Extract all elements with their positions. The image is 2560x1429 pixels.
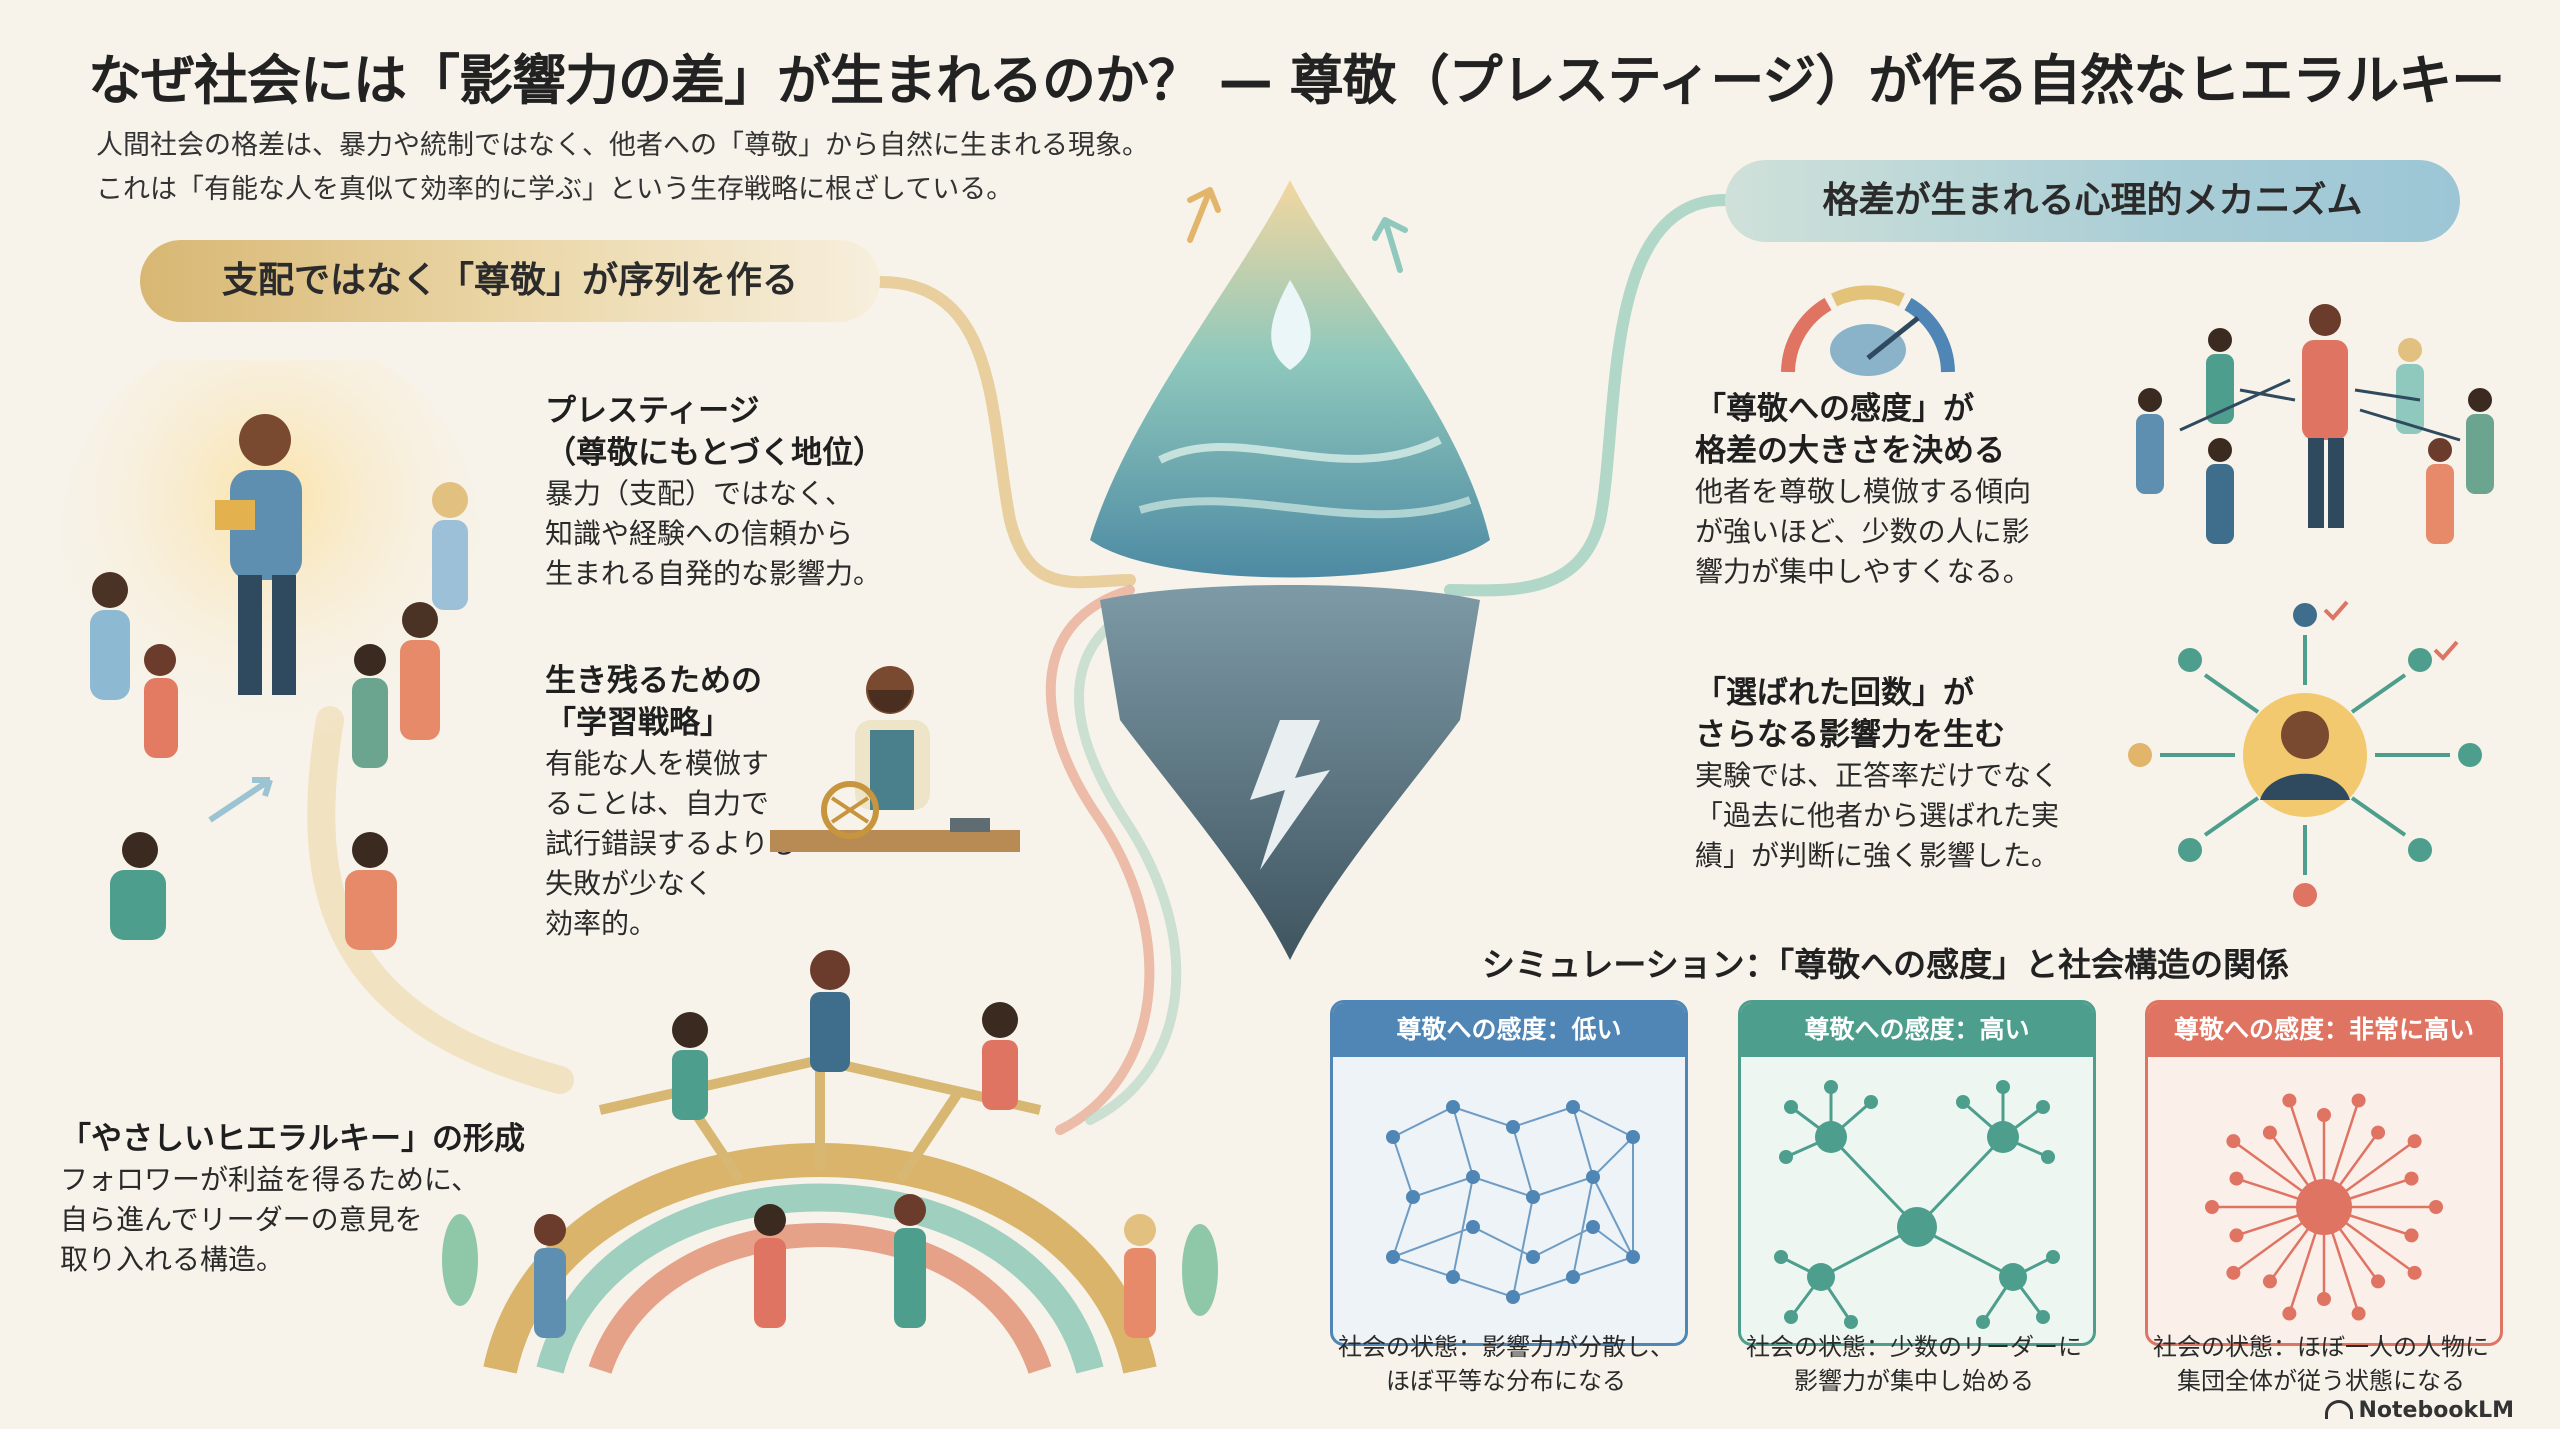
star-node bbox=[2351, 1306, 2366, 1321]
prestige-body: 生まれる自発的な影響力。 bbox=[545, 557, 882, 590]
gentle-body: 取り入れる構造。 bbox=[60, 1243, 285, 1276]
star-node bbox=[2262, 1274, 2277, 1289]
centralized-network-graph bbox=[2205, 1093, 2443, 1321]
learning-body: 失敗が少なく bbox=[545, 867, 714, 900]
star-node bbox=[2226, 1134, 2241, 1149]
clustered-network-graph bbox=[1774, 1080, 2060, 1329]
notebooklm-logo-icon bbox=[2324, 1400, 2353, 1419]
prestige-heading: （尊敬にもとづく地位） bbox=[545, 435, 885, 471]
gentle-body: フォロワーが利益を得るために、 bbox=[60, 1163, 480, 1196]
star-node bbox=[2371, 1274, 2386, 1289]
intro-text: 人間社会の格差は、暴力や統制ではなく、他者への「尊敬」から自然に生まれる現象。 … bbox=[96, 124, 1149, 212]
gentle-body: 自ら進んでリーダーの意見を bbox=[60, 1203, 423, 1236]
intro-line: 人間社会の格差は、暴力や統制ではなく、他者への「尊敬」から自然に生まれる現象。 bbox=[96, 130, 1149, 161]
sim-caption-line: 社会の状態：影響力が分散し、 bbox=[1338, 1333, 1674, 1361]
right-section-pill: 格差が生まれる心理的メカニズム bbox=[1725, 160, 2460, 242]
star-node bbox=[2407, 1134, 2422, 1149]
sim-caption-very-high: 社会の状態：ほぼ一人の人物に 集団全体が従う状態になる bbox=[2121, 1330, 2521, 1398]
learning-text: 生き残るための 「学習戦略」 有能な人を模倣す ることは、自力で 試行錯誤するよ… bbox=[545, 660, 796, 944]
star-node bbox=[2229, 1228, 2244, 1243]
iceberg-illustration bbox=[1090, 180, 1490, 960]
sim-caption-line: 社会の状態：少数のリーダーに bbox=[1746, 1333, 2082, 1361]
chosen-count-text: 「選ばれた回数」が さらなる影響力を生む 実験では、正答率だけでなく 「過去に他… bbox=[1695, 672, 2059, 876]
sensitivity-heading: 格差の大きさを決める bbox=[1695, 433, 2005, 469]
sim-caption-high: 社会の状態：少数のリーダーに 影響力が集中し始める bbox=[1714, 1330, 2114, 1398]
star-node bbox=[2205, 1200, 2219, 1214]
chosen-heading: 「選ばれた回数」が bbox=[1695, 675, 1974, 711]
sim-caption-low: 社会の状態：影響力が分散し、 ほぼ平等な分布になる bbox=[1306, 1330, 1706, 1398]
chosen-body: 「過去に他者から選ばれた実 bbox=[1695, 799, 2060, 832]
star-node bbox=[2407, 1265, 2422, 1280]
star-node bbox=[2226, 1265, 2241, 1280]
page-title: なぜ社会には「影響力の差」が生まれるのか？ — 尊敬（プレスティージ）が作る自然… bbox=[88, 49, 2505, 112]
sensitivity-body: 響力が集中しやすくなる。 bbox=[1695, 555, 2031, 588]
sim-panel-high: 尊敬への感度：高い bbox=[1738, 1000, 2096, 1346]
sim-caption-line: 影響力が集中し始める bbox=[1794, 1367, 2034, 1395]
star-node bbox=[2404, 1228, 2419, 1243]
star-node bbox=[2317, 1292, 2331, 1306]
chosen-body: 実験では、正答率だけでなく bbox=[1695, 759, 2060, 792]
sensitivity-text: 「尊敬への感度」が 格差の大きさを決める 他者を尊敬し模倣する傾向 が強いほど、… bbox=[1695, 388, 2031, 592]
prestige-leader-illustration bbox=[60, 360, 480, 950]
distributed-network-graph bbox=[1386, 1100, 1640, 1304]
brain-gauge-icon bbox=[1781, 285, 1955, 376]
simulation-title: シミュレーション：「尊敬への感度」と社会構造の関係 bbox=[1482, 945, 2290, 984]
intro-line: これは「有能な人を真似て効率的に学ぶ」という生存戦略に根ざしている。 bbox=[96, 174, 1014, 205]
star-node bbox=[2351, 1093, 2366, 1108]
star-node bbox=[2429, 1200, 2443, 1214]
sim-panel-low: 尊敬への感度：低い bbox=[1330, 1000, 1688, 1346]
craftsman-illustration bbox=[770, 666, 1020, 852]
star-node bbox=[2229, 1171, 2244, 1186]
learning-body: 試行錯誤するよりも bbox=[545, 827, 797, 860]
gentle-heading: 「やさしいヒエラルキー」の形成 bbox=[60, 1121, 525, 1157]
bridge-illustration bbox=[442, 950, 1218, 1374]
sim-panel-very-high: 尊敬への感度：非常に高い bbox=[2145, 1000, 2503, 1346]
left-section-pill: 支配ではなく「尊敬」が序列を作る bbox=[140, 240, 880, 322]
star-node bbox=[2404, 1171, 2419, 1186]
sim-caption-line: ほぼ平等な分布になる bbox=[1386, 1367, 1626, 1395]
learning-heading: 「学習戦略」 bbox=[545, 705, 731, 741]
gentle-hierarchy-text: 「やさしいヒエラルキー」の形成 フォロワーが利益を得るために、 自ら進んでリーダ… bbox=[60, 1118, 525, 1280]
star-node bbox=[2282, 1306, 2297, 1321]
people-network-illustration bbox=[2136, 304, 2494, 544]
sensitivity-body: 他者を尊敬し模倣する傾向 bbox=[1695, 475, 2032, 508]
sim-caption-line: 集団全体が従う状態になる bbox=[2177, 1367, 2465, 1395]
sim-panel-label: 尊敬への感度：高い bbox=[1741, 1003, 2093, 1057]
sensitivity-heading: 「尊敬への感度」が bbox=[1695, 391, 1974, 427]
sim-panel-label: 尊敬への感度：非常に高い bbox=[2148, 1003, 2500, 1057]
sim-caption-line: 社会の状態：ほぼ一人の人物に bbox=[2153, 1333, 2489, 1361]
learning-body: 有能な人を模倣す bbox=[545, 747, 770, 780]
learning-body: ることは、自力で bbox=[545, 787, 770, 820]
sim-panel-label: 尊敬への感度：低い bbox=[1333, 1003, 1685, 1057]
prestige-heading: プレスティージ bbox=[545, 393, 760, 429]
learning-heading: 生き残るための bbox=[545, 663, 762, 699]
sensitivity-body: が強いほど、少数の人に影 bbox=[1695, 515, 2030, 548]
star-node bbox=[2317, 1108, 2331, 1122]
chosen-body: 績」が判断に強く影響した。 bbox=[1695, 839, 2060, 872]
brand-label: NotebookLM bbox=[2324, 1398, 2514, 1423]
prestige-body: 暴力（支配）ではなく、 bbox=[545, 477, 854, 510]
chosen-leader-illustration bbox=[2128, 600, 2482, 907]
chosen-heading: さらなる影響力を生む bbox=[1695, 717, 2005, 753]
star-node bbox=[2262, 1125, 2277, 1140]
brand-text: NotebookLM bbox=[2358, 1398, 2514, 1423]
prestige-text: プレスティージ （尊敬にもとづく地位） 暴力（支配）ではなく、 知識や経験への信… bbox=[545, 390, 884, 594]
prestige-body: 知識や経験への信頼から bbox=[545, 517, 854, 550]
star-node bbox=[2282, 1093, 2297, 1108]
learning-body: 効率的。 bbox=[545, 907, 658, 940]
star-node bbox=[2371, 1125, 2386, 1140]
